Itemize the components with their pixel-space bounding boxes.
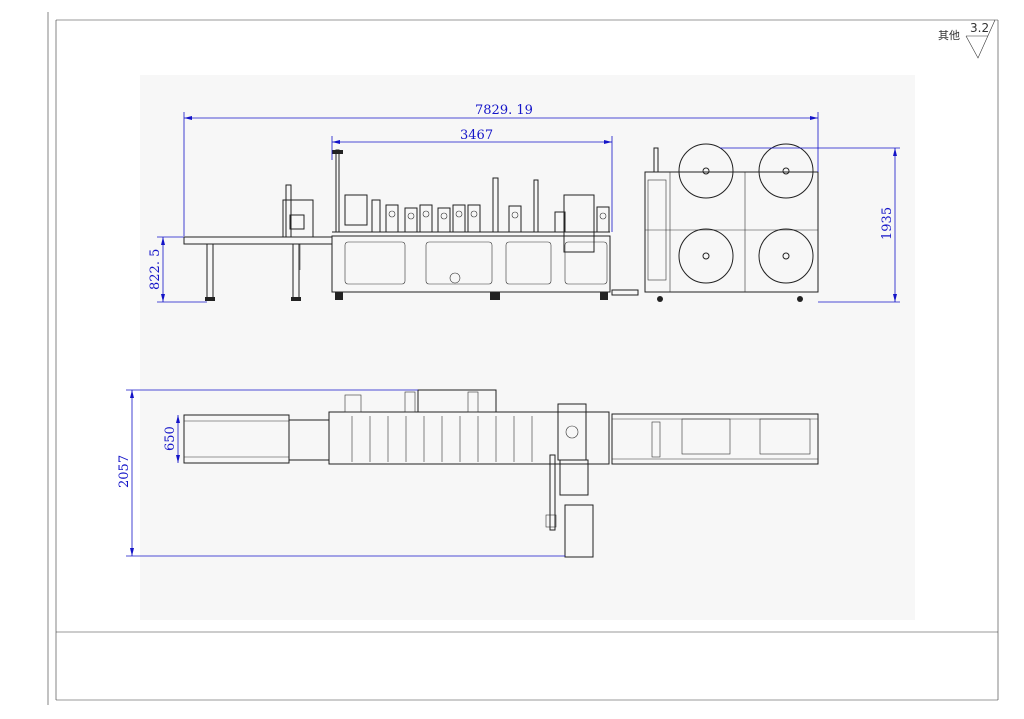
dim-overall-height-value: 1935 bbox=[880, 207, 895, 240]
dim-overall-height: 1935 bbox=[720, 147, 900, 303]
dim-overall-length: 7829. 19 bbox=[183, 103, 819, 236]
feed-table bbox=[183, 184, 333, 301]
plan-roll-rack bbox=[611, 413, 819, 465]
dim-overall-width-value: 2057 bbox=[117, 455, 132, 488]
dim-conveyor-width-value: 650 bbox=[163, 426, 178, 451]
dim-overall-length-value: 7829. 19 bbox=[475, 103, 533, 118]
roughness-value: 3.2 bbox=[970, 21, 989, 35]
dim-section-length-value: 3467 bbox=[460, 128, 493, 143]
roughness-symbol: 其他 3.2 bbox=[938, 19, 996, 59]
dim-table-height-value: 822. 5 bbox=[148, 249, 163, 290]
dim-table-height: 822. 5 bbox=[148, 236, 207, 303]
dim-section-length: 3467 bbox=[331, 128, 613, 232]
sheet-frame bbox=[47, 12, 999, 705]
plan-side-branch bbox=[545, 454, 594, 558]
corner-text: 其他 bbox=[938, 29, 960, 42]
elevation-view: 7829. 19 3467 822. 5 1935 bbox=[148, 103, 900, 303]
dim-conveyor-width: 650 bbox=[163, 415, 180, 463]
plan-view: 650 2057 bbox=[117, 389, 819, 558]
drawing-area bbox=[140, 75, 915, 620]
roll-rack bbox=[611, 143, 819, 302]
dim-overall-width: 2057 bbox=[117, 389, 565, 557]
plan-main-line bbox=[328, 389, 610, 465]
processing-units bbox=[332, 149, 610, 253]
plan-infeed-conveyor bbox=[183, 414, 330, 464]
